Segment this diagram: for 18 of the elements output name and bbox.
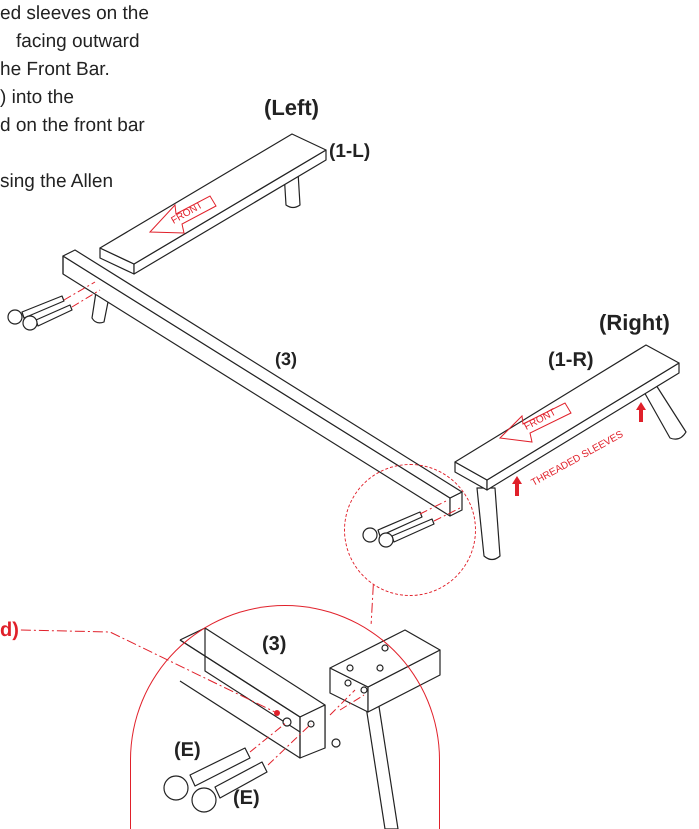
instruction-text: he Front Bar. (0, 60, 110, 79)
part-number: (3) (275, 350, 297, 368)
leader-line (20, 630, 275, 712)
detail-callout-line (370, 584, 374, 624)
instruction-text: ) into the (0, 88, 74, 107)
part-number: (E) (174, 740, 201, 760)
callout-text: d) (0, 620, 19, 640)
part-number: (E) (233, 788, 260, 808)
part-number: (1-R) (548, 350, 594, 370)
instruction-text: ed sleeves on the (0, 4, 149, 23)
instruction-text: facing outward (16, 32, 140, 51)
detail-circle (344, 464, 476, 596)
part-number: (1-L) (329, 142, 370, 161)
part-label: (Left) (264, 97, 319, 119)
instruction-text: sing the Allen (0, 172, 114, 191)
part-number: (3) (262, 634, 286, 654)
part-label: (Right) (599, 312, 670, 334)
instruction-text: d on the front bar (0, 116, 145, 135)
